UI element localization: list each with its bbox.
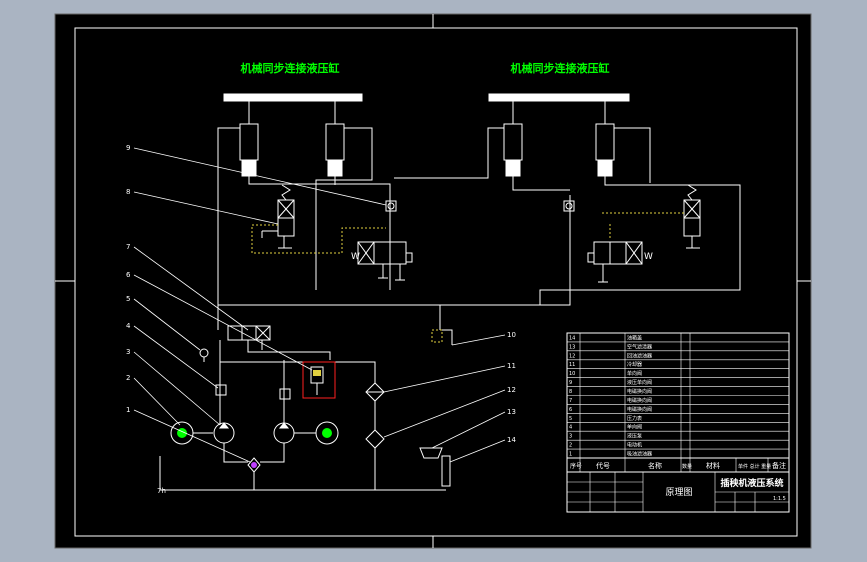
pilot-check-valve-right (563, 200, 575, 212)
bom-row-name: 空气滤清器 (627, 343, 652, 350)
bom-header-code: 代号 (596, 461, 610, 470)
bom-row-number: 12 (569, 353, 575, 359)
callout-numbers: 1 2 3 4 5 6 7 8 9 10 11 12 13 14 (126, 144, 516, 444)
bom-row-name: 冷却器 (627, 361, 642, 368)
bom-row-name: 单向阀 (627, 370, 642, 377)
drawing-border (74, 27, 798, 537)
bom-row-number: 4 (569, 425, 572, 431)
callout-14: 14 (507, 436, 516, 444)
border-ticks (55, 14, 811, 548)
bom-row-name: 压力表 (627, 415, 642, 422)
callout-6: 6 (126, 271, 131, 279)
callout-11: 11 (507, 362, 516, 370)
bom-header-remark: 备注 (772, 461, 786, 470)
bom-row-number: 9 (569, 380, 572, 386)
drawing-sheet (54, 13, 812, 549)
valve-w-left: W (351, 252, 360, 262)
callout-12: 12 (507, 386, 516, 394)
tank-label: 7h (157, 487, 166, 495)
bom-row-name: 液压单向阀 (627, 379, 652, 386)
bom-header-weight: 单件 总计 重量 (738, 463, 771, 470)
bom-row-number: 7 (569, 398, 572, 404)
bom-row-number: 6 (569, 407, 572, 413)
bom-row-number: 13 (569, 344, 575, 350)
bom-row-number: 1 (569, 452, 572, 458)
right-cylinder-group (488, 93, 630, 177)
air-filter-13 (419, 447, 443, 459)
bom-row-name: 电动机 (627, 442, 642, 449)
callout-3: 3 (126, 348, 130, 356)
callout-2: 2 (126, 374, 130, 382)
callout-7: 7 (126, 243, 130, 251)
drawing-scale: 1:1.5 (773, 496, 786, 502)
bom-row-number: 3 (569, 434, 572, 440)
bom-row-number: 10 (569, 371, 575, 377)
bom-row-number: 11 (569, 362, 575, 368)
callout-10: 10 (507, 331, 516, 339)
bom-row-name: 电磁换向阀 (627, 406, 652, 413)
bom-row-name: 油箱盖 (627, 334, 642, 341)
bom-row-name: 吸油滤油器 (627, 451, 652, 458)
relief-valve-highlight (302, 361, 336, 399)
bom-row-name: 电磁换向阀 (627, 388, 652, 395)
bom-header-name: 名称 (648, 461, 662, 470)
leader-lines (133, 147, 506, 463)
check-valve-4-left (215, 384, 227, 396)
bom-row-name: 回油滤油器 (627, 352, 652, 359)
pilot-lines (251, 212, 684, 254)
bom-row-name: 液压泵 (627, 433, 642, 440)
bom-row-name: 电磁换向阀 (627, 397, 652, 404)
solenoid-valve-left-8 (261, 184, 295, 249)
bom-header-qty: 数量 (682, 463, 692, 470)
oil-tank-cap-14 (441, 455, 451, 487)
bom-header-material: 材料 (706, 461, 720, 470)
right-sync-bar (488, 93, 630, 102)
bom-row-number: 2 (569, 443, 572, 449)
bom-row-number: 5 (569, 416, 572, 422)
directional-valve-right (587, 241, 643, 283)
drawing-name: 原理图 (665, 487, 692, 498)
callout-1: 1 (126, 406, 130, 414)
bom-row-number: 14 (569, 335, 575, 341)
pilot-check-valve-left (385, 200, 397, 212)
check-valve-4-right (279, 388, 291, 400)
valve-w-right: W (644, 252, 653, 262)
callout-5: 5 (126, 295, 130, 303)
system-name: 插秧机液压系统 (720, 477, 783, 489)
left-sync-bar (223, 93, 363, 102)
callout-9: 9 (126, 144, 130, 152)
callout-8: 8 (126, 188, 130, 196)
callout-13: 13 (507, 408, 516, 416)
bom-row-number: 8 (569, 389, 572, 395)
bom-header-seq: 序号 (570, 462, 582, 470)
solenoid-valve-right-8 (683, 184, 701, 249)
motor-fill (177, 370, 332, 468)
directional-valve-left (357, 241, 413, 281)
bom-row-name: 单向阀 (627, 424, 642, 431)
callout-4: 4 (126, 322, 131, 330)
left-cylinder-title: 机械同步连接液压缸 (241, 61, 340, 75)
right-cylinder-title: 机械同步连接液压缸 (511, 61, 610, 75)
